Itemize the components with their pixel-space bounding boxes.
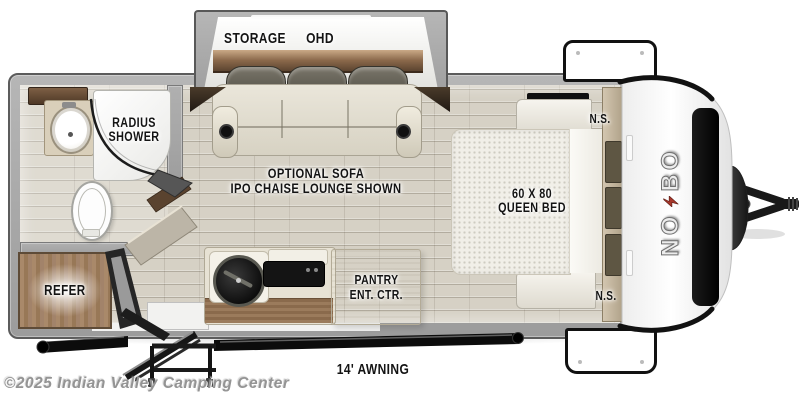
wardrobe-drawer [605,187,622,229]
cupholder [396,124,411,139]
pantry-label-line2: ENT. CTR. [349,287,403,302]
toilet-hinge [82,229,100,237]
storage-label: STORAGE [224,30,286,47]
screw-icon [640,51,644,55]
brand-logo: NO BO [657,127,685,277]
counter-edge-strip [92,323,380,331]
hitch-a-frame [730,182,799,226]
stove-knob [314,268,318,272]
stove-cooktop [263,261,325,287]
wardrobe-drawer [605,234,622,276]
watermark-copyright: ©2025 Indian Valley Camping Center [4,375,290,392]
front-window-panel [692,108,719,306]
hitch-coupler [777,199,799,209]
wardrobe-drawer [605,141,622,183]
screw-icon [578,360,582,364]
sofa [212,84,422,156]
tv-shelf [527,93,589,102]
hitch-shadow [729,229,785,239]
toilet-lid [78,188,106,234]
bathroom-sink [50,106,92,154]
refrigerator-label: REFER [44,282,86,299]
brand-word-end: BO [657,147,685,192]
lightning-bolt-icon [663,196,679,208]
nightstand-top-label: N.S. [589,112,611,126]
cap-latch [626,250,633,276]
cap-latch [626,135,633,161]
bed-head-sheet [569,129,603,273]
sink-drain [68,132,73,137]
sofa-seam [347,100,349,138]
ohd-label: OHD [306,30,334,47]
cupholder [219,124,234,139]
compartment-door-bottom [565,328,657,374]
refrigerator: REFER [18,252,112,329]
slide-out-highlight [251,15,371,19]
sofa-note-label: OPTIONAL SOFA IPO CHAISE LOUNGE SHOWN [230,165,402,196]
faucet-icon [62,102,76,108]
toilet [71,181,113,241]
queen-bed [451,129,571,275]
label-glow [28,264,102,317]
sofa-stitch-line [222,126,410,128]
tongue-jack [739,198,751,210]
stove-knob [306,268,310,272]
queen-bed-label: 60 X 80 QUEEN BED [498,186,566,216]
screw-icon [576,51,580,55]
sink-drain [236,278,241,283]
entry-landing [147,302,209,330]
pantry-label-line1: PANTRY [354,272,398,287]
brand-word-start: NO [657,212,685,257]
awning-label: 14' AWNING [336,361,410,378]
radius-shower-label: RADIUS SHOWER [108,115,160,145]
sofa-seam [281,100,283,138]
screw-icon [640,360,644,364]
nightstand-bottom-label: N.S. [595,289,617,303]
kitchen-sink [213,255,265,307]
compartment-door-top [563,40,657,82]
pantry-entertainment-center: PANTRY ENT. CTR. [331,249,421,325]
